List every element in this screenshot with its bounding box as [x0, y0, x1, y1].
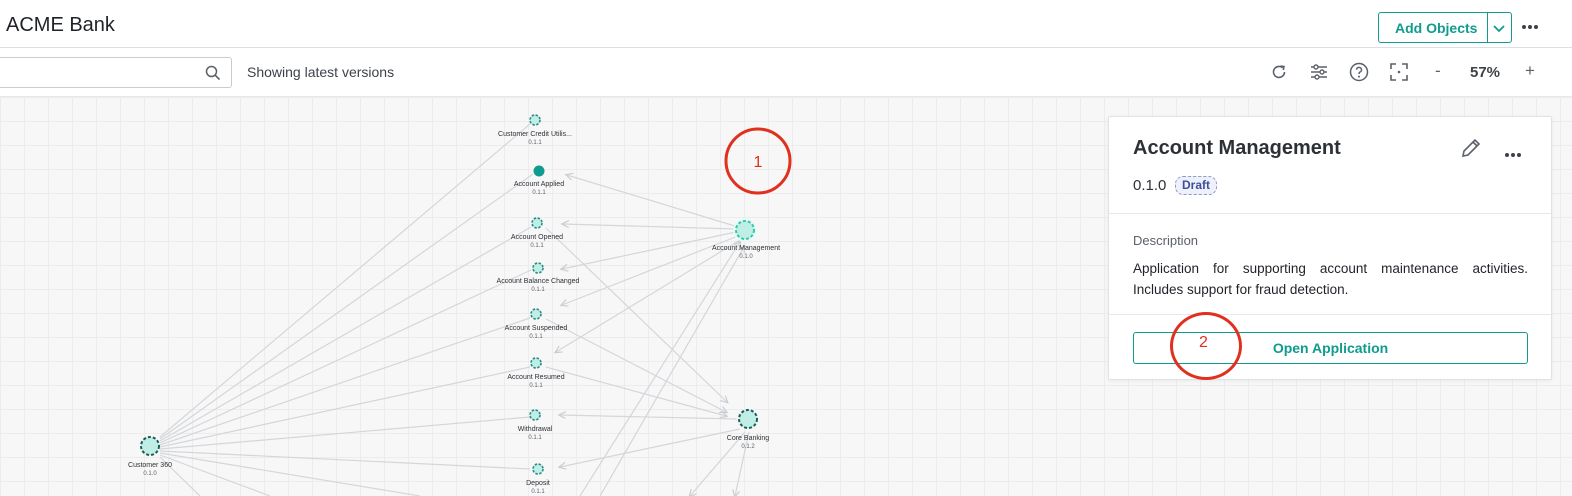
more-options-icon[interactable]: [1520, 18, 1540, 41]
node-version: 0.1.1: [531, 489, 545, 495]
core-banking-edges: [545, 227, 750, 496]
node-account-resumed[interactable]: Account Resumed 0.1.1: [507, 357, 565, 389]
filter-sliders-icon[interactable]: [1309, 62, 1329, 87]
annotation-marker-1: 1: [724, 127, 792, 195]
button-divider: [1487, 13, 1488, 42]
description-text: Application for supporting account maint…: [1133, 261, 1528, 297]
status-badge: Draft: [1175, 176, 1218, 195]
node-version: 0.1.1: [532, 190, 546, 196]
node-account-suspended[interactable]: Account Suspended 0.1.1: [505, 308, 568, 340]
divider: [1109, 213, 1551, 214]
node-version: 0.1.1: [528, 435, 542, 441]
node-label: Deposit: [526, 480, 550, 487]
zoom-level: 57%: [1470, 64, 1501, 81]
refresh-icon[interactable]: [1269, 62, 1289, 87]
relationship-graph[interactable]: Customer Credit Utilis... 0.1.1 Account …: [0, 97, 1572, 496]
chevron-down-icon[interactable]: [1491, 20, 1507, 39]
panel-title: Account Management: [1133, 137, 1341, 159]
node-version: 0.1.0: [739, 254, 753, 260]
customer360-edges: [159, 123, 534, 496]
node-label: Account Suspended: [505, 325, 568, 332]
node-label: Withdrawal: [518, 426, 553, 433]
node-withdrawal[interactable]: Withdrawal 0.1.1: [518, 409, 553, 441]
search-input[interactable]: [0, 57, 232, 88]
node-version: 0.1.1: [529, 334, 543, 340]
node-label: Account Management: [712, 245, 780, 252]
node-label: Customer 360: [128, 462, 172, 469]
account-management-edges: [556, 175, 741, 352]
edit-pencil-icon[interactable]: [1460, 137, 1482, 164]
node-deposit[interactable]: Deposit 0.1.1: [526, 463, 550, 495]
node-label: Account Opened: [511, 234, 563, 241]
node-version: 0.1.1: [530, 243, 544, 249]
node-core-banking[interactable]: Core Banking 0.1.2: [727, 409, 770, 450]
add-objects-label: Add Objects: [1395, 19, 1478, 36]
annotation-number: 2: [1199, 334, 1208, 351]
node-version: 0.1.2: [741, 444, 755, 450]
node-version: 0.1.1: [531, 287, 545, 293]
fit-screen-icon[interactable]: [1389, 62, 1409, 87]
divider: [1109, 314, 1551, 315]
node-version: 0.1.1: [528, 140, 542, 146]
node-label: Account Balance Changed: [497, 278, 580, 285]
node-account-opened[interactable]: Account Opened 0.1.1: [511, 217, 563, 249]
zoom-in-button[interactable]: +: [1525, 61, 1535, 80]
node-account-management[interactable]: Account Management 0.1.0: [712, 218, 780, 260]
annotation-marker-2: [1170, 312, 1242, 380]
help-icon[interactable]: [1349, 62, 1369, 87]
node-account-applied[interactable]: Account Applied 0.1.1: [514, 165, 564, 197]
node-label: Account Applied: [514, 181, 564, 188]
top-bar: ACME Bank Add Objects: [0, 0, 1572, 48]
add-objects-button[interactable]: Add Objects: [1378, 12, 1512, 43]
node-customer-360[interactable]: Customer 360 0.1.0: [128, 436, 172, 477]
node-label: Core Banking: [727, 435, 770, 442]
description-label: Description: [1133, 233, 1199, 248]
panel-version: 0.1.0: [1133, 177, 1167, 194]
toolbar: Showing latest versions - 57% +: [0, 48, 1572, 97]
node-account-balance-changed[interactable]: Account Balance Changed 0.1.1: [497, 262, 580, 293]
node-version: 0.1.0: [143, 471, 157, 477]
annotation-number: 1: [754, 154, 763, 171]
node-version: 0.1.1: [529, 383, 543, 389]
node-label: Account Resumed: [507, 374, 564, 381]
app-title: ACME Bank: [6, 14, 115, 36]
panel-more-options-icon[interactable]: [1503, 146, 1523, 164]
version-status-text: Showing latest versions: [247, 64, 395, 80]
search-icon[interactable]: [205, 65, 221, 86]
node-label: Customer Credit Utilis...: [498, 131, 572, 138]
node-customer-credit-utilisation[interactable]: Customer Credit Utilis... 0.1.1: [498, 114, 572, 146]
zoom-out-button[interactable]: -: [1435, 61, 1441, 80]
